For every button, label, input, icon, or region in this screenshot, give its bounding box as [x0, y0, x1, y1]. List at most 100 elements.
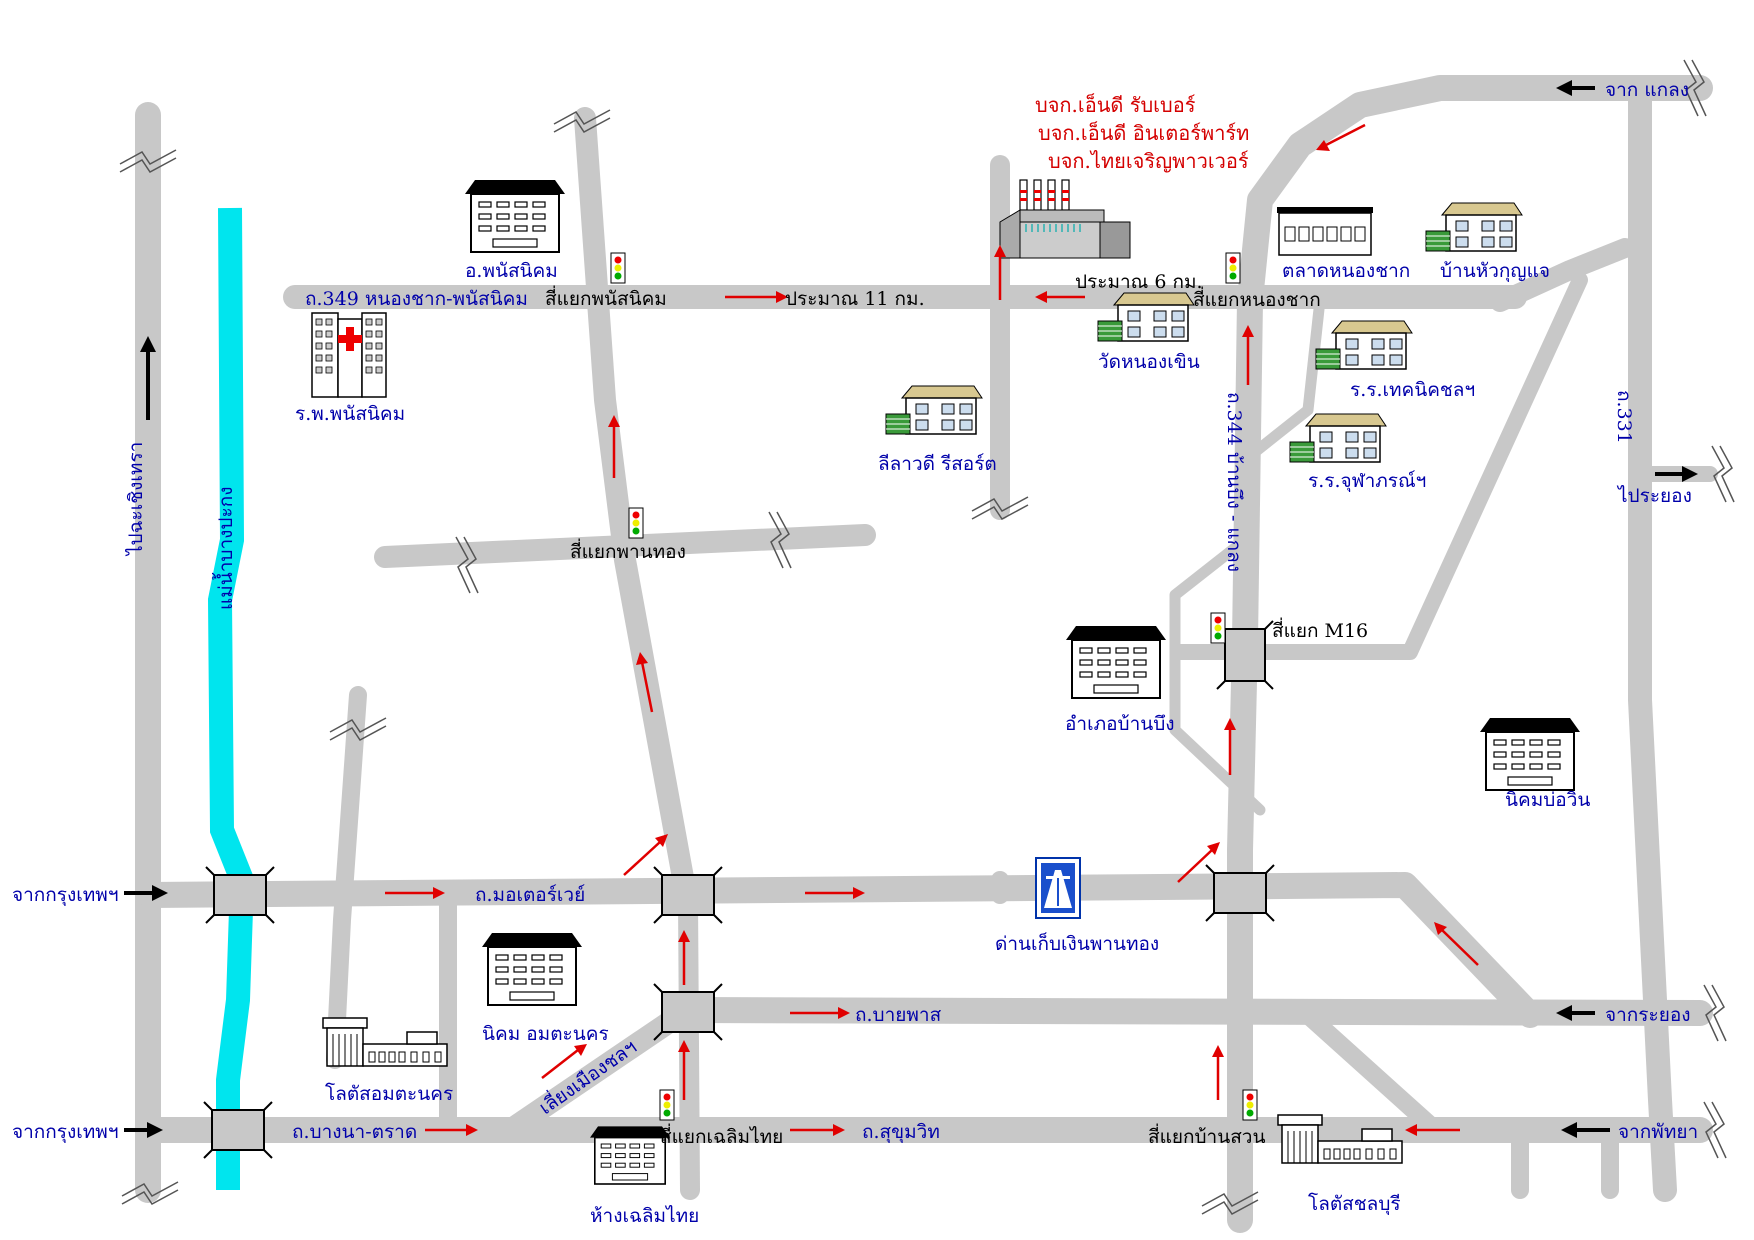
place-label: ด่านเก็บเงินพานทอง: [995, 931, 1159, 955]
traffic-light-icon: [1242, 1089, 1258, 1121]
place-label: บ้านหัวกุญแจ: [1440, 260, 1550, 283]
intersection-label: สี่แยกบ้านสวน: [1148, 1123, 1265, 1148]
red-arrow-icon: [636, 652, 654, 713]
place-label: ตลาดหนองชาก: [1282, 260, 1410, 282]
road-break-marks: [119, 59, 1735, 1215]
red-arrow-icon: [1212, 1045, 1224, 1100]
black-arrow-icon: [124, 1122, 163, 1138]
interchange-icon: [653, 866, 723, 924]
place-label: ลีลาวดี รีสอร์ต: [878, 453, 997, 475]
intersection-label: สี่แยกหนองชาก: [1193, 286, 1321, 311]
road-label-349: ถ.349 หนองชาก-พนัสนิคม: [305, 288, 528, 310]
place-label: โลตัสชลบุรี: [1308, 1192, 1401, 1216]
route-arrows: [385, 123, 1479, 1136]
entry-arrows: [124, 80, 1698, 1138]
office-building-icon: [481, 932, 583, 1006]
house-icon: [1289, 413, 1387, 463]
road-label-chonburi-bypass: เลี่ยงเมืองชลฯ: [534, 1034, 641, 1120]
company-label: บจก.ไทยเจริญพาวเวอร์: [1048, 149, 1249, 173]
place-label: โลตัสอมตะนคร: [325, 1082, 453, 1105]
buildings: [311, 179, 1581, 1185]
direction-label: จากระยอง: [1605, 1004, 1691, 1026]
road-bypass: [677, 997, 1713, 1026]
direction-label: จากพัทยา: [1618, 1121, 1698, 1143]
black-arrow-icon: [1655, 466, 1698, 482]
place-label: ร.พ.พนัสนิคม: [295, 403, 405, 425]
road-minor-west: [326, 686, 367, 1069]
direction-label: จากกรุงเทพฯ: [12, 884, 119, 907]
traffic-light-icon: [610, 252, 626, 284]
black-arrow-icon: [1556, 1005, 1595, 1021]
traffic-light-icon: [1210, 612, 1226, 644]
road-344-loop: [1169, 534, 1266, 816]
factory-icon: [999, 179, 1131, 259]
road-label-sukhumvit: ถ.สุขุมวิท: [862, 1121, 940, 1144]
road-diag-east: [1291, 999, 1439, 1134]
road-344: [1227, 75, 1713, 1233]
market-icon: [1277, 207, 1373, 256]
red-arrow-icon: [994, 245, 1006, 300]
red-arrow-icon: [805, 887, 865, 899]
road-tech-school: [1239, 294, 1326, 466]
place-label: นิคมบ่อวิน: [1505, 789, 1590, 811]
intersection-label: สี่แยกเฉลิมไทย: [660, 1123, 783, 1148]
red-arrow-icon: [425, 1124, 478, 1136]
red-arrow-icon: [1242, 325, 1254, 385]
black-arrow-icon: [124, 885, 168, 901]
hospital-icon: [311, 312, 387, 398]
house-icon: [1315, 320, 1413, 370]
mall-icon: [322, 1017, 448, 1067]
black-arrow-icon: [1556, 80, 1595, 96]
road-349-east: [1490, 238, 1635, 312]
house-icon: [1425, 202, 1523, 252]
red-arrow-icon: [790, 1007, 850, 1019]
office-building-icon: [1479, 717, 1581, 791]
intersection-label: สี่แยกพนัสนิคม: [545, 285, 667, 310]
direction-label: จาก แกลง: [1605, 79, 1689, 101]
road-331: [1628, 76, 1677, 1202]
road-label-331: ถ.331: [1613, 390, 1635, 444]
traffic-light-icon: [659, 1089, 675, 1121]
company-label: บจก.เอ็นดี อินเตอร์พาร์ท: [1038, 120, 1249, 145]
direction-label: ไปฉะเชิงเทรา: [125, 442, 147, 557]
place-label: อำเภอบ้านบึง: [1065, 713, 1175, 735]
road-phanat-nikhom-south: [574, 107, 699, 916]
direction-label: จากกรุงเทพฯ: [12, 1121, 119, 1144]
traffic-light-icon: [628, 507, 644, 539]
road-motorway: [137, 872, 1543, 1028]
red-arrow-icon: [608, 415, 620, 478]
river-bang-pakong: [207, 207, 255, 1190]
road-label-motorway: ถ.มอเตอร์เวย์: [475, 884, 585, 906]
intersection-label: สี่แยกพานทอง: [570, 538, 686, 563]
red-arrow-icon: [678, 930, 690, 985]
red-arrow-icon: [385, 887, 445, 899]
red-arrow-icon: [1405, 1124, 1460, 1136]
place-label: วัดหนองเขิน: [1098, 351, 1200, 373]
place-label: อ.พนัสนิคม: [465, 260, 558, 282]
house-icon: [885, 385, 983, 435]
interchange-icon: [653, 983, 723, 1041]
distance-label: ประมาณ 6 กม.: [1075, 271, 1203, 293]
office-building-icon: [589, 1125, 671, 1185]
road-chaloem-thai: [678, 890, 700, 1200]
traffic-lights: [610, 252, 1258, 1121]
interchange-icon: [205, 866, 275, 924]
interchange-icon: [1205, 864, 1275, 922]
direction-label: ไประยอง: [1616, 485, 1692, 507]
office-building-icon: [464, 179, 566, 253]
red-arrow-icon: [1316, 123, 1366, 151]
place-label: ร.ร.จุฬาภรณ์ฯ: [1308, 470, 1426, 493]
company-label: บจก.เอ็นดี รับเบอร์: [1035, 92, 1196, 117]
bridge-icon: [203, 1101, 273, 1159]
red-arrow-icon: [541, 1044, 587, 1079]
red-arrow-icon: [1035, 291, 1085, 303]
road-label-bypass: ถ.บายพาส: [855, 1004, 942, 1026]
road-label-344: ถ.344 บ้านบึง - แกลง: [1223, 392, 1245, 572]
place-label: ร.ร.เทคนิคชลฯ: [1350, 379, 1475, 401]
red-arrow-icon: [725, 291, 788, 303]
black-arrow-icon: [1561, 1122, 1610, 1138]
red-arrow-icon: [790, 1124, 845, 1136]
road-chonburi-bypass: [499, 997, 701, 1141]
river-label: แม่น้ำบางปะกง: [212, 487, 237, 610]
